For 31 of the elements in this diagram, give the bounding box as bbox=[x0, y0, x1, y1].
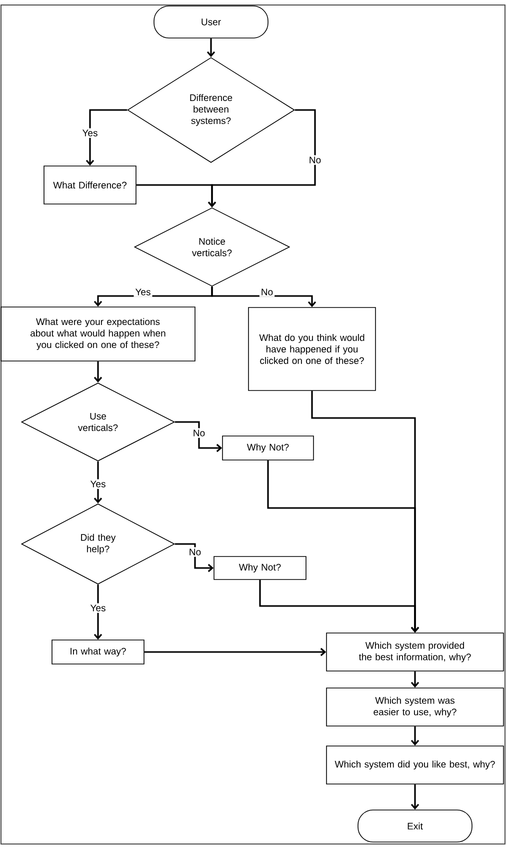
arrow bbox=[174, 543, 214, 572]
arrow bbox=[211, 286, 316, 308]
edge-label: Yes bbox=[88, 479, 108, 489]
arrow bbox=[136, 184, 216, 208]
arrow bbox=[259, 580, 420, 633]
process-box: What Difference? bbox=[44, 166, 136, 204]
arrow bbox=[144, 648, 326, 656]
arrow bbox=[410, 671, 420, 688]
edge-label: Yes bbox=[134, 287, 152, 297]
arrow bbox=[410, 726, 420, 746]
arrow bbox=[206, 38, 216, 58]
arrow bbox=[174, 421, 222, 452]
edge-label: Yes bbox=[88, 603, 108, 613]
process-box: Why Not? bbox=[222, 436, 314, 460]
arrow bbox=[94, 461, 102, 504]
edge-label: No bbox=[187, 547, 203, 557]
arrow bbox=[94, 361, 102, 383]
process-box: Which system provided the best information, why? bbox=[326, 632, 504, 672]
arrow bbox=[86, 109, 128, 166]
process-box: In what way? bbox=[52, 640, 144, 664]
edge-label: No bbox=[259, 287, 275, 297]
process-box: Which system was easier to use, why? bbox=[326, 688, 504, 726]
edge-label: No bbox=[307, 155, 323, 165]
arrow bbox=[410, 784, 420, 810]
process-box: What were your expectations about what would happen when you clicked on one of these? bbox=[0, 306, 196, 362]
arrow bbox=[94, 584, 102, 640]
edge-label: Yes bbox=[80, 128, 100, 138]
process-box: What do you think would have happened if you clicked on one of these? bbox=[248, 307, 376, 391]
process-box: Why Not? bbox=[214, 556, 306, 580]
edge-label: No bbox=[191, 428, 207, 438]
process-box: Which system did you like best, why? bbox=[326, 746, 504, 784]
